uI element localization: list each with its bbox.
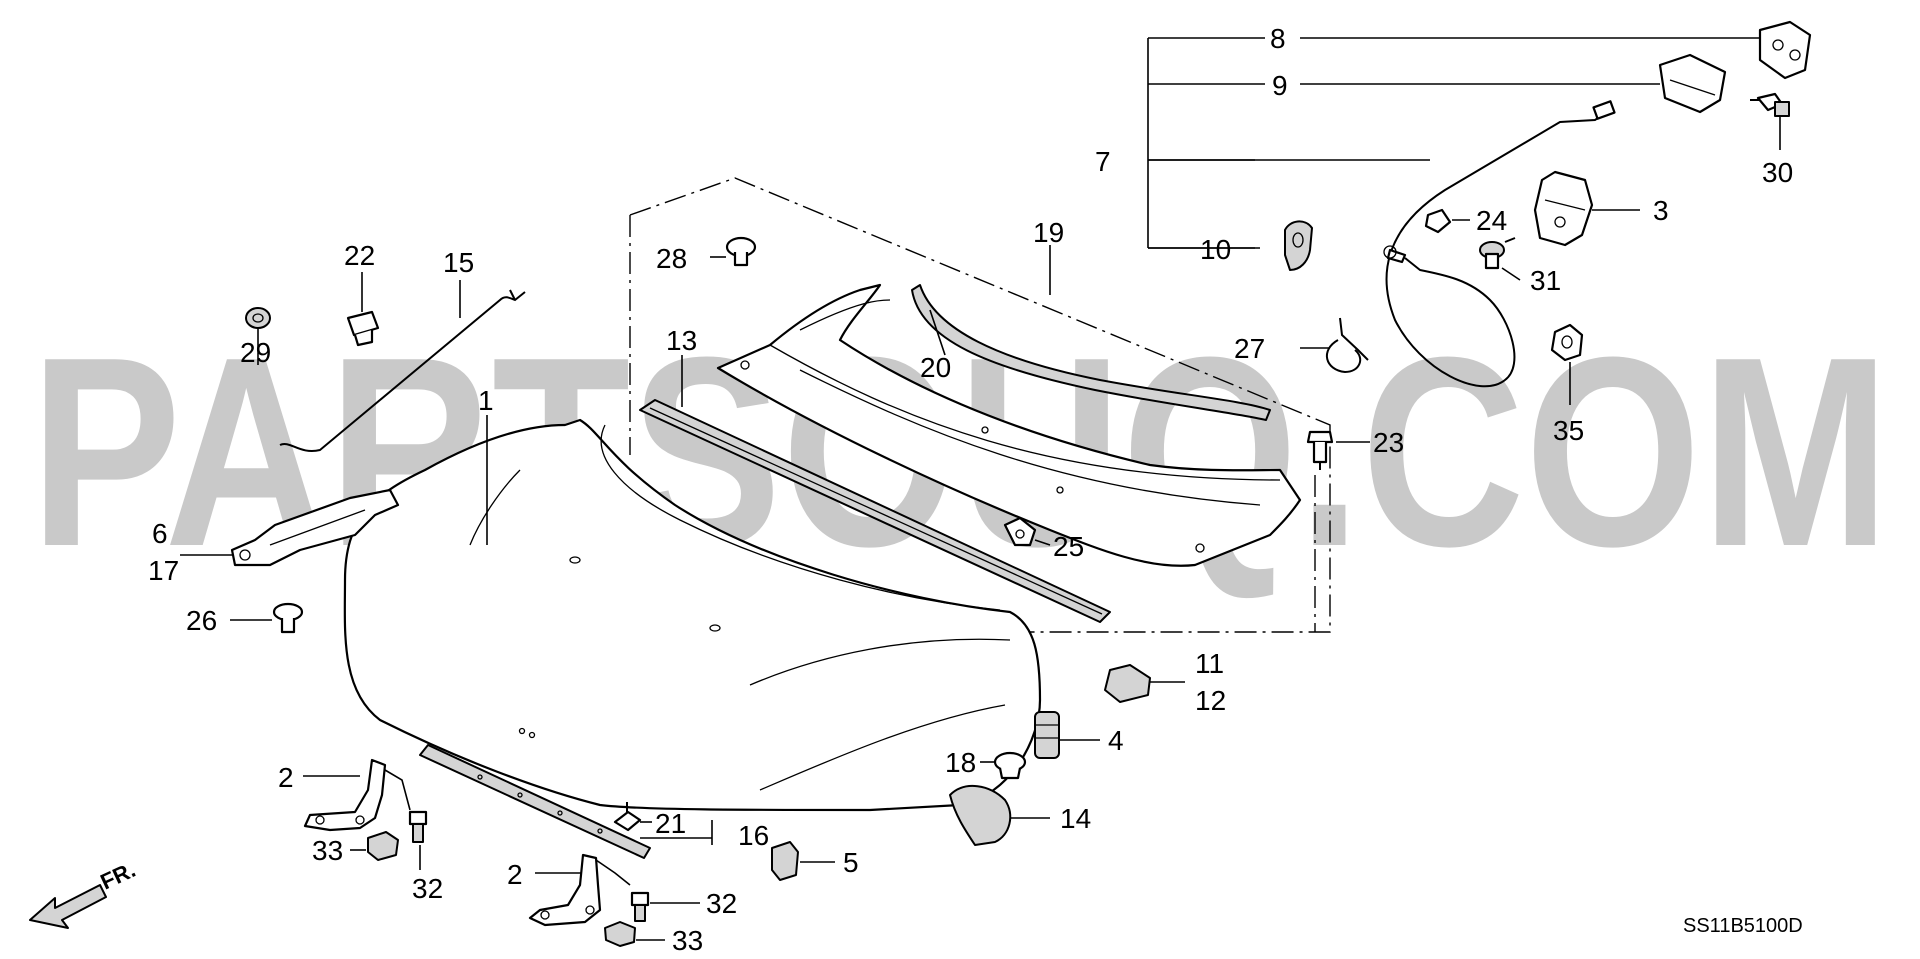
callout-3: 3 <box>1653 195 1669 226</box>
leader-20 <box>929 309 946 356</box>
callout-12: 12 <box>1195 685 1226 716</box>
callout-1: 1 <box>478 385 494 416</box>
clip-21 <box>613 802 642 832</box>
callout-33b: 33 <box>672 925 703 956</box>
front-direction-arrow <box>29 884 107 929</box>
callout-11: 11 <box>1195 648 1224 679</box>
callout-19: 19 <box>1033 217 1064 248</box>
callout-21: 21 <box>655 808 686 839</box>
clip-22 <box>346 310 380 347</box>
cowl-panel-19 <box>716 283 1302 567</box>
callout-9: 9 <box>1272 70 1288 101</box>
callout-33a: 33 <box>312 835 343 866</box>
cap-18 <box>993 751 1027 780</box>
support-rod-15 <box>279 289 526 453</box>
clip-27 <box>1326 317 1369 374</box>
callout-24: 24 <box>1476 205 1507 236</box>
callout-20: 20 <box>920 352 951 383</box>
callout-2b: 2 <box>507 859 523 890</box>
hood-panel <box>343 418 1042 812</box>
callout-27: 27 <box>1234 333 1265 364</box>
clip-24 <box>1424 208 1452 234</box>
callout-7: 7 <box>1095 146 1111 177</box>
callout-6: 6 <box>152 518 168 549</box>
callout-16: 16 <box>738 820 769 851</box>
callout-10: 10 <box>1200 234 1231 265</box>
callout-30: 30 <box>1762 157 1793 188</box>
rubber-stop-4 <box>1034 711 1060 759</box>
latch-3 <box>1533 170 1594 247</box>
leader-group-7-10 <box>1147 37 1265 249</box>
callout-29: 29 <box>240 337 271 368</box>
callout-5: 5 <box>843 847 859 878</box>
leader-25 <box>1034 539 1051 546</box>
diagram-code: SS11B5100D <box>1683 915 1803 937</box>
callout-18: 18 <box>945 747 976 778</box>
callout-14: 14 <box>1060 803 1091 834</box>
bumper-11-12 <box>1104 664 1151 703</box>
cowl-seal-20 <box>911 284 1271 421</box>
nut-33-upper <box>367 831 399 861</box>
callout-2a: 2 <box>278 762 294 793</box>
callout-32a: 32 <box>412 873 443 904</box>
leader-2a-bolt <box>384 769 411 811</box>
bumper-5 <box>771 841 799 881</box>
bolt-32-lower <box>630 891 650 922</box>
insulator-14 <box>949 784 1012 846</box>
callout-23: 23 <box>1373 427 1404 458</box>
clip-28 <box>725 236 757 267</box>
callout-26: 26 <box>186 605 217 636</box>
callout-35: 35 <box>1553 415 1584 446</box>
bracket-6-17 <box>230 488 400 567</box>
callout-17: 17 <box>148 555 179 586</box>
release-cable-7 <box>1383 100 1616 388</box>
callout-25: 25 <box>1053 531 1084 562</box>
assembly-outline <box>629 177 1331 633</box>
nut-33-lower <box>604 921 636 947</box>
clip-26 <box>272 602 304 634</box>
callout-13: 13 <box>666 325 697 356</box>
callout-31: 31 <box>1530 265 1561 296</box>
bolt-32-upper <box>408 810 428 843</box>
callout-4: 4 <box>1108 725 1124 756</box>
latch-cover-8 <box>1758 20 1812 80</box>
bolt-31 <box>1479 237 1516 270</box>
callout-15: 15 <box>443 247 474 278</box>
grommet-29 <box>245 307 271 329</box>
leader-31 <box>1501 267 1521 281</box>
grommet-10 <box>1284 220 1313 271</box>
callout-32b: 32 <box>706 888 737 919</box>
front-strip-16 <box>419 744 651 859</box>
clip-25 <box>1003 516 1037 547</box>
clip-23 <box>1306 430 1334 470</box>
latch-cover-9 <box>1658 53 1727 114</box>
bolt-30 <box>1750 92 1790 117</box>
seal-strip-13 <box>639 399 1111 623</box>
hinge-2-upper <box>303 758 387 832</box>
callout-8: 8 <box>1270 23 1286 54</box>
callout-28: 28 <box>656 243 687 274</box>
hinge-2-lower <box>528 853 602 927</box>
callout-22: 22 <box>344 240 375 271</box>
leader-16 <box>640 820 713 845</box>
leader-2b-bolt <box>595 859 631 886</box>
clip-35 <box>1550 323 1584 362</box>
